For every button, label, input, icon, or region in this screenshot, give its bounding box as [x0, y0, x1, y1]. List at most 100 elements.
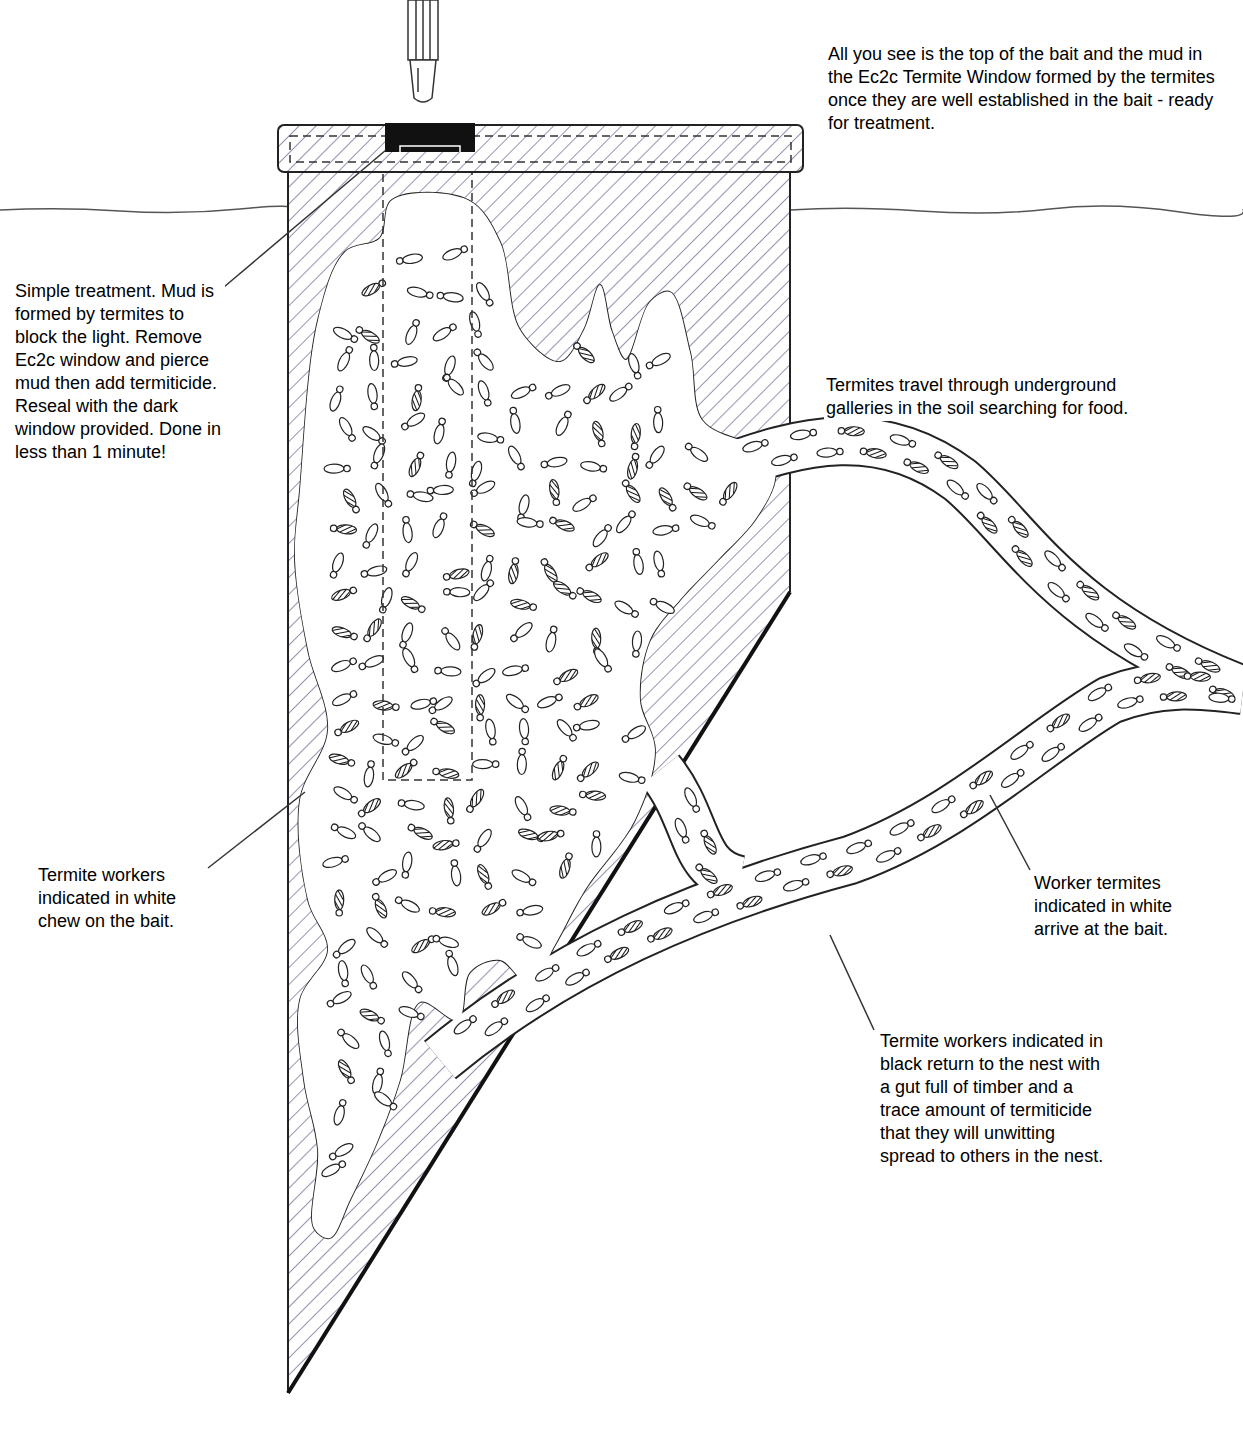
worker-termite [473, 760, 499, 769]
worker-termite [631, 548, 644, 575]
returning-termite [550, 754, 569, 782]
returning-termite [620, 478, 643, 505]
worker-termite [444, 451, 457, 478]
worker-termite [515, 932, 543, 951]
worker-termite [575, 938, 602, 958]
worker-termite [742, 438, 770, 454]
worker-termite [394, 895, 421, 915]
worker-termite [400, 851, 413, 878]
worker-termite [544, 382, 572, 401]
callout-note: Termite workers indicated in black retur… [878, 1029, 1116, 1169]
returning-termite [469, 519, 496, 539]
returning-termite [826, 864, 854, 880]
worker-termite [536, 692, 564, 710]
worker-termite [400, 733, 426, 757]
worker-termite [580, 460, 607, 474]
worker-termite [888, 818, 915, 838]
worker-termite [682, 786, 701, 814]
worker-termite [999, 767, 1026, 790]
worker-termite [544, 625, 558, 653]
worker-termite [469, 479, 496, 499]
worker-termite [1040, 741, 1066, 764]
worker-termite [358, 653, 386, 672]
worker-termite [427, 485, 454, 495]
worker-termite [330, 822, 358, 841]
worker-termite [400, 410, 427, 432]
worker-termite [673, 817, 691, 845]
gallery-tunnel [660, 770, 740, 880]
worker-termite [320, 1159, 347, 1179]
worker-termite [689, 513, 717, 531]
worker-termite [571, 493, 598, 514]
callout-note: Simple treatment. Mud is formed by termi… [13, 279, 225, 465]
returning-termite [959, 798, 986, 820]
worker-termite [591, 523, 614, 549]
worker-termite [400, 647, 420, 674]
worker-termite [363, 760, 376, 787]
callout-note: Worker termites indicated in white arriv… [1032, 871, 1204, 942]
worker-termite [508, 407, 521, 434]
worker-termite [1046, 580, 1072, 604]
worker-termite [620, 723, 647, 744]
returning-termite [370, 892, 389, 920]
window-mark [400, 146, 460, 152]
returning-termite [331, 625, 359, 642]
stake-edge [287, 172, 289, 1393]
gallery-wall [720, 441, 1243, 690]
returning-termite [476, 695, 485, 721]
worker-termite [540, 456, 567, 470]
ground-line [790, 206, 1243, 216]
worker-termite [476, 380, 493, 408]
bait-gallery [295, 193, 776, 1238]
worker-termite [504, 692, 530, 715]
returning-termite [464, 787, 486, 814]
worker-termite [513, 795, 533, 822]
worker-termite [845, 838, 873, 856]
worker-termite [663, 898, 691, 916]
bait-gallery [295, 193, 776, 1238]
returning-termite [399, 594, 426, 615]
worker-termite [371, 1067, 386, 1095]
worker-termite [516, 517, 543, 529]
returning-termite [558, 852, 575, 880]
worker-termite [401, 516, 413, 543]
callout-note: Termites travel through underground gall… [824, 373, 1169, 421]
returning-termite [490, 987, 517, 1009]
window-column [383, 152, 472, 780]
returning-termite [358, 1007, 386, 1026]
termite-window [385, 123, 475, 152]
worker-termite [1155, 633, 1182, 653]
worker-termite [443, 587, 470, 597]
returning-termite [510, 598, 538, 612]
returning-termite [333, 718, 360, 738]
termites [320, 244, 1236, 1179]
worker-termite [517, 748, 527, 774]
worker-termite [474, 281, 495, 308]
returning-termite [1184, 671, 1211, 681]
returning-termite [548, 515, 576, 533]
worker-termite [372, 732, 400, 748]
worker-termite [510, 382, 538, 401]
worker-termite [331, 937, 357, 960]
returning-termite [584, 550, 610, 573]
bait-gallery [295, 193, 776, 1238]
returning-termite [573, 692, 600, 712]
worker-termite [441, 372, 466, 397]
leader-lines [208, 150, 1030, 1030]
worker-termite [332, 1099, 348, 1127]
returning-termite [933, 450, 960, 471]
stake-edge [789, 172, 791, 592]
worker-termite [331, 689, 359, 708]
returning-termite [603, 945, 630, 965]
worker-termite [649, 596, 676, 616]
returning-termite [442, 567, 470, 582]
worker-termite [592, 831, 601, 857]
returning-termite [1006, 514, 1030, 539]
returning-termite [475, 863, 494, 891]
worker-termite [889, 433, 917, 449]
returning-termite [407, 451, 426, 479]
worker-termite [790, 428, 817, 441]
worker-termite [440, 626, 463, 652]
callout-note: Termite workers indicated in white chew … [36, 863, 206, 934]
ground-line [0, 206, 290, 212]
